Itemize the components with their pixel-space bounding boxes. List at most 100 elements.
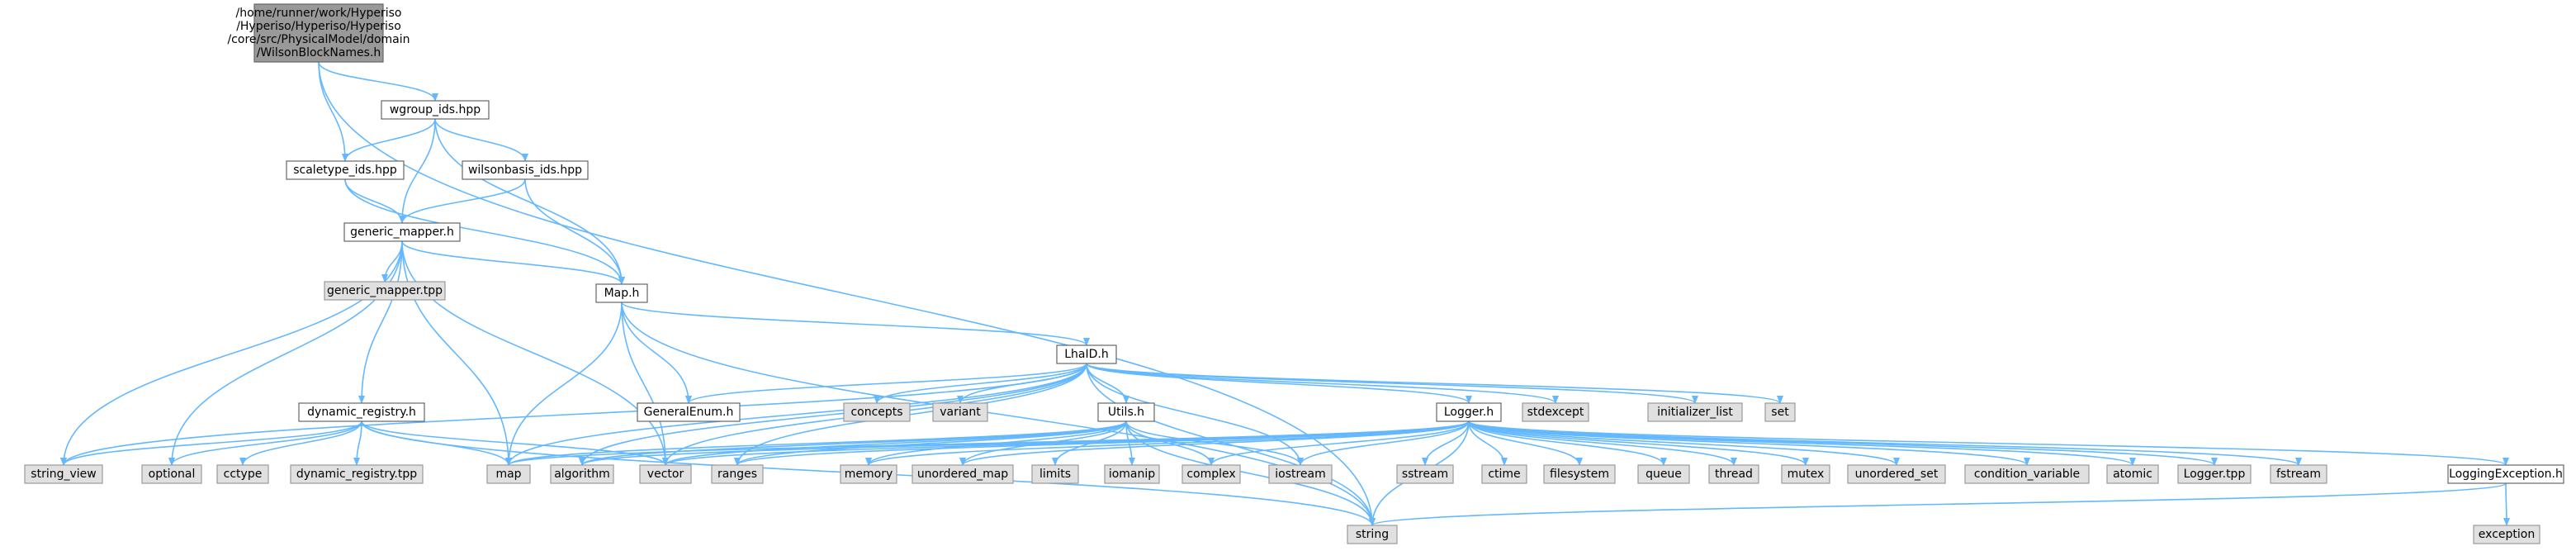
edge-logexc-to-exception bbox=[2503, 482, 2510, 526]
node-box-wgroup bbox=[381, 100, 490, 120]
node-map: map bbox=[486, 464, 531, 484]
node-label-logexc: LoggingException.h bbox=[2449, 468, 2563, 481]
node-exception: exception bbox=[2473, 525, 2540, 544]
edge-generic-to-dynreg bbox=[358, 240, 403, 404]
node-limits: limits bbox=[1031, 464, 1079, 484]
node-variant: variant bbox=[932, 402, 988, 422]
node-box-loggertpp bbox=[2177, 464, 2252, 484]
node-unordered_set: unordered_set bbox=[1847, 464, 1946, 484]
edge-logger-to-unordered_set bbox=[1468, 420, 1900, 466]
node-label-root: /WilsonBlockNames.h bbox=[257, 46, 381, 59]
node-wilsonbasis[interactable]: wilsonbasis_ids.hpp bbox=[462, 160, 589, 180]
node-label-atomic: atomic bbox=[2113, 468, 2152, 481]
edge-logger-to-memory bbox=[865, 420, 1470, 466]
node-box-unordered_set bbox=[1847, 464, 1946, 484]
node-label-stdexcept: stdexcept bbox=[1527, 406, 1584, 419]
node-label-complex: complex bbox=[1186, 468, 1235, 481]
edge-wilsonbasis-to-generic bbox=[399, 178, 526, 224]
edge-scaletype-to-map_h bbox=[344, 178, 625, 285]
node-label-memory: memory bbox=[845, 468, 893, 481]
node-box-exception bbox=[2473, 525, 2540, 544]
node-label-variant: variant bbox=[940, 406, 981, 419]
edge-logger-to-thread bbox=[1468, 420, 1737, 466]
node-label-ctime: ctime bbox=[1488, 468, 1520, 481]
node-root[interactable]: /home/runner/work/Hyperiso/Hyperiso/Hype… bbox=[227, 3, 410, 63]
edge-logger-to-queue bbox=[1468, 420, 1667, 466]
node-complex: complex bbox=[1181, 464, 1241, 484]
node-label-initlist: initializer_list bbox=[1657, 406, 1733, 419]
node-box-ranges bbox=[711, 464, 764, 484]
node-box-genenum bbox=[637, 402, 741, 422]
node-label-iomanip: iomanip bbox=[1109, 468, 1155, 481]
node-label-lhaid: LhaID.h bbox=[1064, 348, 1108, 361]
edge-lhaid-to-algorithm bbox=[579, 363, 1087, 466]
node-condvar: condition_variable bbox=[1964, 464, 2090, 484]
edge-lhaid-to-set bbox=[1086, 363, 1783, 404]
edge-logger-to-vector bbox=[662, 420, 1470, 466]
node-box-iomanip bbox=[1104, 464, 1160, 484]
node-label-limits: limits bbox=[1039, 468, 1071, 481]
node-wgroup[interactable]: wgroup_ids.hpp bbox=[381, 100, 490, 120]
node-concepts: concepts bbox=[843, 402, 911, 422]
node-fstream: fstream bbox=[2270, 464, 2327, 484]
node-utils[interactable]: Utils.h bbox=[1097, 402, 1155, 422]
edge-map_h-to-map bbox=[505, 302, 623, 466]
node-set: set bbox=[1764, 402, 1796, 422]
node-lhaid[interactable]: LhaID.h bbox=[1056, 344, 1117, 364]
edge-logger-to-complex bbox=[1208, 420, 1470, 466]
node-map_h[interactable]: Map.h bbox=[595, 283, 648, 303]
node-box-thread bbox=[1708, 464, 1759, 484]
node-label-wilsonbasis: wilsonbasis_ids.hpp bbox=[468, 164, 582, 177]
node-logger[interactable]: Logger.h bbox=[1436, 402, 1502, 422]
edge-lhaid-to-string_view bbox=[60, 363, 1087, 466]
edge-lhaid-to-map bbox=[505, 363, 1087, 466]
node-dynreg[interactable]: dynamic_registry.h bbox=[298, 402, 425, 422]
edge-root-to-wgroup bbox=[318, 61, 438, 102]
edge-logger-to-ranges bbox=[734, 420, 1470, 466]
edge-wgroup-to-wilsonbasis bbox=[434, 118, 528, 162]
node-box-complex bbox=[1181, 464, 1241, 484]
node-box-algorithm bbox=[550, 464, 614, 484]
edge-generic-to-map bbox=[401, 240, 512, 466]
node-stdexcept: stdexcept bbox=[1522, 402, 1589, 422]
node-label-root: /home/runner/work/Hyperiso bbox=[236, 7, 402, 20]
node-memory: memory bbox=[840, 464, 897, 484]
node-box-dynregtpp bbox=[290, 464, 424, 484]
edge-lhaid-to-initlist bbox=[1086, 363, 1698, 404]
node-box-dynreg bbox=[298, 402, 425, 422]
edge-dynreg-to-vector bbox=[361, 420, 669, 466]
node-label-generictpp: generic_mapper.tpp bbox=[327, 284, 443, 297]
node-mutex: mutex bbox=[1781, 464, 1830, 484]
edge-logger-to-sstream bbox=[1422, 420, 1470, 466]
edge-map_h-to-vector bbox=[621, 302, 669, 466]
node-box-memory bbox=[840, 464, 897, 484]
node-iostream: iostream bbox=[1268, 464, 1333, 484]
node-label-loggertpp: Logger.tpp bbox=[2184, 468, 2246, 481]
node-label-fstream: fstream bbox=[2276, 468, 2321, 481]
node-queue: queue bbox=[1637, 464, 1690, 484]
node-box-string_view bbox=[24, 464, 103, 484]
edge-logger-to-condvar bbox=[1468, 420, 2030, 466]
node-box-unordered_map bbox=[912, 464, 1014, 484]
node-generic[interactable]: generic_mapper.h bbox=[343, 222, 461, 242]
node-box-logexc bbox=[2447, 464, 2564, 484]
node-label-generic: generic_mapper.h bbox=[350, 226, 454, 239]
node-label-vector: vector bbox=[647, 468, 684, 481]
node-box-vector bbox=[639, 464, 692, 484]
node-unordered_map: unordered_map bbox=[912, 464, 1014, 484]
node-box-queue bbox=[1637, 464, 1690, 484]
node-vector: vector bbox=[639, 464, 692, 484]
node-label-map: map bbox=[495, 468, 521, 481]
node-initlist: initializer_list bbox=[1647, 402, 1743, 422]
edge-logger-to-logexc bbox=[1468, 420, 2509, 466]
node-scaletype[interactable]: scaletype_ids.hpp bbox=[286, 160, 405, 180]
node-box-variant bbox=[932, 402, 988, 422]
node-label-root: /core/src/PhysicalModel/domain bbox=[227, 33, 410, 46]
edge-lhaid-to-genenum bbox=[685, 363, 1087, 404]
node-box-limits bbox=[1031, 464, 1079, 484]
node-logexc[interactable]: LoggingException.h bbox=[2447, 464, 2564, 484]
node-genenum[interactable]: GeneralEnum.h bbox=[637, 402, 741, 422]
edge-lhaid-to-stdexcept bbox=[1086, 363, 1559, 404]
node-box-concepts bbox=[843, 402, 911, 422]
